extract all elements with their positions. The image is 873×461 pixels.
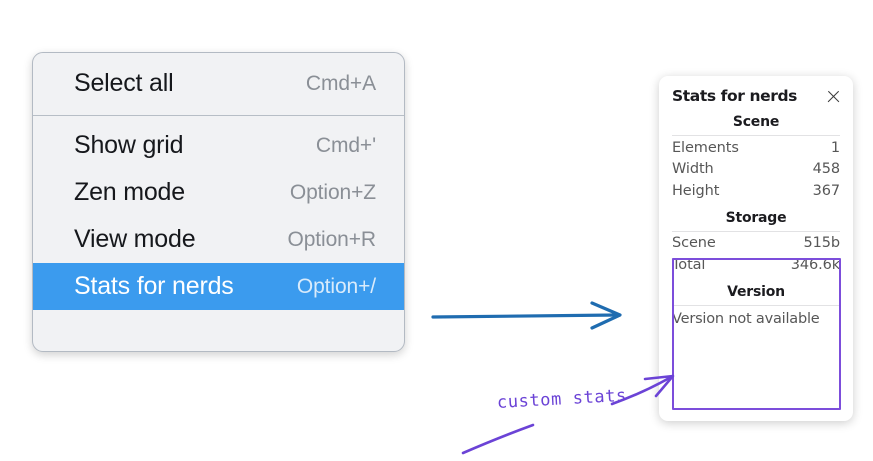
version-note: Version not available (672, 310, 820, 327)
menu-item-label: Show grid (74, 131, 184, 159)
stat-label: Total (672, 256, 706, 273)
stat-value: 367 (812, 182, 840, 199)
stats-panel-body: Scene Elements 1 Width 458 Height 367 St… (659, 105, 853, 327)
menu-group-2: Show grid Cmd+' Zen mode Option+Z View m… (33, 116, 404, 317)
stat-row-width: Width 458 (672, 158, 840, 180)
section-rule (672, 230, 840, 232)
menu-item-select-all[interactable]: Select all Cmd+A (33, 60, 404, 107)
section-title-storage: Storage (725, 209, 787, 226)
stats-panel-title: Stats for nerds (672, 87, 798, 105)
stat-label: Scene (672, 235, 716, 251)
close-icon[interactable] (825, 88, 842, 105)
menu-item-show-grid[interactable]: Show grid Cmd+' (33, 122, 404, 169)
section-title-version: Version (727, 283, 785, 300)
stat-value: 346.6k (790, 256, 840, 273)
flow-arrow-blue (431, 301, 622, 330)
stat-value: 515b (803, 235, 841, 251)
stat-value: 458 (812, 161, 840, 177)
menu-item-zen-mode[interactable]: Zen mode Option+Z (33, 169, 404, 216)
menu-item-label: View mode (74, 225, 196, 253)
section-rule (672, 304, 840, 306)
stat-row-storage-total: Total 346.6k (672, 253, 840, 275)
menu-item-shortcut: Option+Z (289, 180, 376, 204)
stat-row-elements: Elements 1 (672, 136, 840, 158)
menu-item-shortcut: Cmd+' (315, 133, 376, 157)
callout-label-custom-stats: custom stats (496, 385, 628, 413)
menu-item-shortcut: Option+/ (296, 274, 376, 298)
stats-panel-header: Stats for nerds (659, 76, 853, 105)
menu-group-1: Select all Cmd+A (33, 53, 404, 115)
menu-separator (33, 115, 404, 116)
stat-row-height: Height 367 (672, 179, 840, 201)
menu-item-label: Select all (74, 69, 174, 97)
stat-label: Width (672, 161, 714, 177)
context-menu[interactable]: Select all Cmd+A Show grid Cmd+' Zen mod… (32, 52, 405, 352)
menu-item-view-mode[interactable]: View mode Option+R (33, 216, 404, 263)
stat-value: 1 (830, 139, 840, 156)
section-title-scene: Scene (732, 114, 780, 130)
menu-item-shortcut: Cmd+A (305, 71, 376, 95)
stat-row-storage-scene: Scene 515b (672, 232, 840, 254)
menu-item-label: Stats for nerds (74, 272, 234, 300)
stat-label: Height (672, 182, 720, 199)
stat-label: Elements (672, 139, 739, 156)
callout-underline-stroke (461, 423, 535, 455)
menu-item-shortcut: Option+R (287, 227, 376, 251)
menu-item-stats-for-nerds[interactable]: Stats for nerds Option+/ (33, 263, 404, 310)
menu-item-label: Zen mode (74, 178, 185, 206)
section-rule (672, 135, 840, 136)
stats-for-nerds-panel[interactable]: Stats for nerds Scene Elements 1 Width 4… (659, 76, 853, 421)
